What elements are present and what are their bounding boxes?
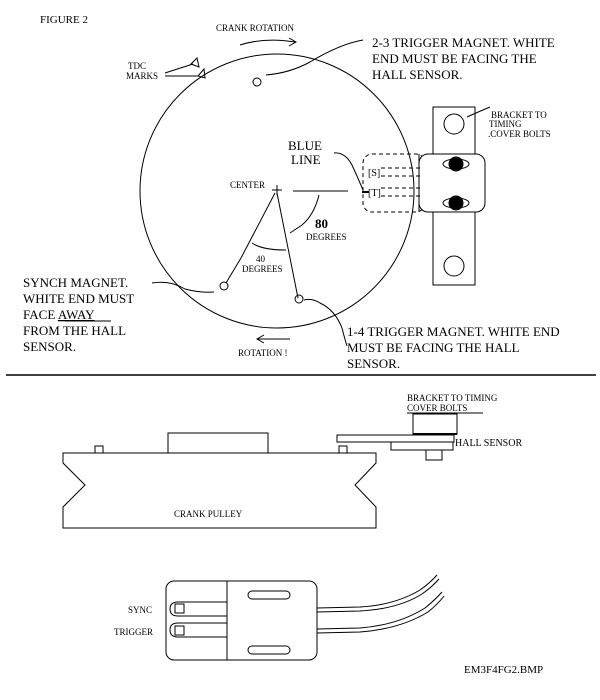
synch-label-line5: SENSOR. (23, 339, 76, 354)
blue-line-label-line2: LINE (291, 152, 321, 167)
tdc-mark-outer (190, 57, 200, 68)
trigger-square (174, 625, 185, 636)
synch-leader (151, 281, 215, 293)
sync-label: SYNC (128, 605, 152, 615)
tdc-label-line2: MARKS (126, 71, 158, 81)
trigger-23-label-line2: END MUST BE FACING THE (372, 51, 537, 66)
angle-40-arc (251, 242, 287, 251)
crank-rotation-label: CRANK ROTATION (216, 23, 295, 33)
trigger-14-label-line1: 1-4 TRIGGER MAGNET. WHITE END (347, 324, 560, 339)
tdc-mark-inner (197, 67, 206, 79)
trigger-23-label-line3: HALL SENSOR. (372, 67, 463, 82)
center-label: CENTER (230, 180, 265, 190)
sync-square (174, 603, 185, 614)
sync-element (169, 601, 227, 617)
bolt-bottom (448, 195, 464, 211)
synch-radius-line-lower (225, 257, 242, 284)
angle-80-unit: DEGREES (306, 232, 347, 242)
sensor-detail-body (165, 580, 318, 661)
filename-label: EM3F4FG2.BMP (464, 664, 543, 676)
synch-label-line1: SYNCH MAGNET. (23, 275, 128, 290)
angle-80-value: 80 (315, 216, 328, 231)
side-pulley-hub (167, 432, 269, 454)
trigger-23-leader (265, 39, 364, 76)
hall-sensor-detail: SYNC TRIGGER (114, 574, 445, 661)
bracket-bolt-hole-bottom (443, 255, 465, 277)
bracket-label-line1: BRACKET TO (491, 110, 547, 120)
side-view: BRACKET TO TIMING COVER BOLTS HALL SENSO… (62, 393, 522, 529)
sensor-detail-slot-bottom (247, 645, 291, 655)
trigger-14-leader (303, 298, 348, 347)
synch-label-line2: WHITE END MUST (23, 291, 134, 306)
side-hall-sensor (390, 441, 454, 451)
crank-rotation-arrow (239, 37, 298, 47)
side-bracket-label-line2: COVER BOLTS (407, 403, 467, 413)
angle-80-arc (289, 194, 320, 234)
sensor-s-lines (381, 167, 420, 177)
synch-label-line4: FROM THE HALL (23, 323, 126, 338)
trigger-23-magnet (252, 77, 262, 87)
synch-label-line3: FACE AWAY (23, 307, 95, 322)
crank-pulley-label: CRANK PULLEY (174, 509, 243, 519)
bolt-top (448, 156, 464, 172)
synch-magnet (219, 281, 229, 291)
side-bracket-plate (336, 434, 455, 443)
sensor-wires (316, 574, 445, 634)
side-magnet-right (338, 445, 348, 454)
bracket-leader (466, 106, 491, 118)
side-hall-sensor-label: HALL SENSOR (455, 438, 522, 449)
bracket-label-line2: TIMING (489, 119, 522, 129)
trigger-14-magnet (294, 294, 304, 304)
trigger-label: TRIGGER (114, 627, 153, 637)
blue-line-leader (333, 152, 364, 191)
hall-sensor-top-view: BRACKET TO TIMING .COVER BOLTS [S] [T] B… (288, 106, 551, 286)
rotation-label: ROTATION ! (238, 348, 288, 358)
tdc-marks (164, 57, 206, 79)
angle-40-unit: DEGREES (242, 264, 283, 274)
rotation-arrow (255, 334, 290, 344)
bracket-bolt-hole-top (443, 113, 465, 135)
synch-radius-line (240, 192, 276, 259)
side-crank-pulley (62, 452, 377, 529)
trigger-14-label-line2: MUST BE FACING THE HALL (347, 340, 520, 355)
side-bracket-block (412, 413, 458, 435)
blue-line-label-line1: BLUE (288, 138, 322, 153)
figure-title: FIGURE 2 (40, 14, 88, 26)
pulley-circle (139, 53, 415, 329)
sensor-detail-slot-top (247, 590, 291, 600)
side-hall-sensor-tip (425, 449, 443, 461)
crank-pulley-top-view: CRANK ROTATION TDC MARKS 2-3 TRIGGER MAG… (23, 23, 560, 371)
tdc-label-line1: TDC (128, 61, 146, 71)
sensor-body-hidden (362, 153, 426, 213)
trigger-element (169, 622, 227, 638)
sensor-t-label: [T] (368, 188, 381, 199)
synch-label-face: FACE (23, 307, 58, 322)
trigger-14-label-line3: SENSOR. (347, 356, 400, 371)
side-bracket-label-line1: BRACKET TO TIMING (407, 393, 498, 403)
trigger-23-label-line1: 2-3 TRIGGER MAGNET. WHITE (372, 35, 555, 50)
synch-label-away: AWAY (58, 307, 95, 322)
angle-40-value: 40 (256, 254, 266, 264)
side-magnet-left (94, 445, 104, 454)
bracket-label-line3: .COVER BOLTS (488, 129, 551, 139)
trigger-14-radius-line (276, 192, 299, 299)
sensor-s-label: [S] (368, 168, 380, 179)
